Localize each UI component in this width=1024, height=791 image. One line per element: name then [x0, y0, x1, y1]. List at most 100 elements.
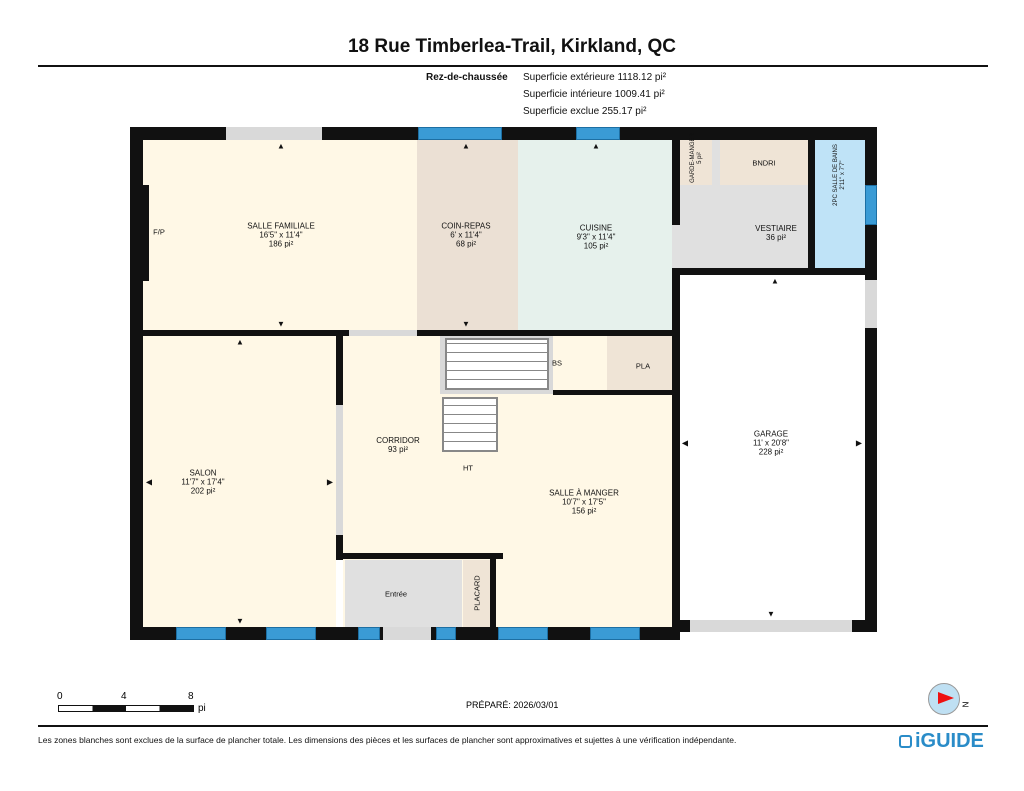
footer-divider: [38, 725, 988, 727]
window: [590, 627, 640, 640]
room-name: GARAGE: [753, 429, 789, 439]
room-area: 186 pi²: [268, 239, 294, 249]
dimension-arrow-icon: ▲: [592, 141, 600, 151]
wall-pla: [553, 390, 672, 395]
label-bndri: BNDRI: [752, 158, 776, 168]
room-area: 68 pi²: [455, 239, 477, 249]
floor-name: Rez-de-chaussée: [426, 72, 508, 83]
label-ht: HT: [463, 463, 473, 473]
dimension-arrow-icon: ◀: [681, 438, 689, 448]
wall-garage-top: [672, 268, 877, 275]
dimension-arrow-icon: ▼: [277, 319, 285, 329]
room-pla: [607, 336, 672, 390]
dimension-arrow-icon: ◀: [145, 477, 153, 487]
room-area: 202 pi²: [190, 486, 216, 496]
area-exterior: Superficie extérieure 1118.12 pi²: [523, 72, 667, 83]
room-name: SALLE FAMILIALE: [247, 221, 315, 231]
compass-icon: [928, 683, 960, 715]
room-name: CORRIDOR: [376, 436, 420, 445]
label-fp: F/P: [153, 227, 165, 237]
room-dims: 9'3" x 11'4": [576, 232, 616, 242]
window: [498, 627, 548, 640]
brand-name: iGUIDE: [915, 730, 984, 752]
room-name: GARDE-MANGER: [690, 133, 696, 183]
scale-unit: pi: [198, 703, 206, 714]
room-bndri: [720, 140, 808, 185]
opening-mid: [349, 330, 417, 336]
wall-bath: [808, 140, 815, 268]
dimension-arrow-icon: ▲: [277, 141, 285, 151]
wall-right: [865, 127, 877, 632]
room-salle-de-bains: [815, 140, 865, 268]
room-area: 5 pi²: [697, 152, 703, 164]
dimension-arrow-icon: ▼: [767, 609, 775, 619]
window: [266, 627, 316, 640]
room-coin-repas: [417, 140, 518, 330]
sliding-door-top: [226, 127, 322, 140]
door-garage-side: [865, 280, 877, 328]
room-dims: 10'7" x 17'5": [562, 497, 606, 507]
iguide-logo-icon: [899, 735, 912, 748]
compass-north-label: N: [960, 701, 970, 708]
wall-placard: [490, 553, 496, 627]
room-cuisine: [518, 140, 672, 330]
room-name: CUISINE: [579, 223, 613, 233]
scale-tick-0: 0: [57, 691, 63, 702]
scale-tick-4: 4: [121, 691, 127, 702]
room-dims: 16'5" x 11'4": [259, 230, 303, 240]
room-area: 156 pi²: [571, 506, 597, 516]
wall-entree-top: [343, 553, 503, 559]
room-dims: 6' x 11'4": [450, 230, 482, 240]
room-name: COIN-REPAS: [441, 221, 491, 231]
room-dims: 2'11" x 7'7": [840, 160, 846, 190]
room-salon: [143, 336, 336, 627]
dimension-arrow-icon: ▼: [236, 616, 244, 626]
scale-tick-8: 8: [188, 691, 194, 702]
iguide-logo: iGUIDE: [899, 730, 984, 753]
room-dims: 11' x 20'8": [753, 438, 789, 448]
dimension-arrow-icon: ▲: [236, 337, 244, 347]
room-placard: [463, 560, 490, 627]
opening-salon: [336, 405, 343, 535]
header-divider: [38, 65, 988, 67]
room-dims: 11'7" x 17'4": [181, 477, 225, 487]
label-pla: PLA: [635, 361, 651, 371]
window: [418, 127, 502, 140]
area-interior: Superficie intérieure 1009.41 pi²: [523, 89, 665, 100]
scale-bar: [58, 705, 194, 712]
fireplace: [143, 185, 149, 281]
wall-left: [130, 127, 143, 640]
staircase-lower: [442, 397, 498, 452]
wall-vestiaire: [672, 140, 680, 225]
area-excluded: Superficie exclue 255.17 pi²: [523, 106, 647, 117]
room-area: 105 pi²: [583, 241, 609, 251]
door-entree: [383, 627, 431, 640]
room-salle-familiale: [143, 140, 417, 330]
room-entree: [345, 560, 462, 627]
room-garde-manger: [680, 140, 712, 185]
label-entree: Entrée: [384, 589, 408, 599]
room-garage: [680, 275, 865, 620]
dimension-arrow-icon: ▼: [462, 319, 470, 329]
label-placard: PLACARD: [472, 575, 482, 611]
room-area: 228 pi²: [758, 447, 784, 457]
window: [358, 627, 380, 640]
room-name: 2PC SALLE DE BAINS: [833, 144, 839, 206]
dimension-arrow-icon: ▲: [771, 276, 779, 286]
dimension-arrow-icon: ▲: [462, 141, 470, 151]
room-name: VESTIAIRE: [755, 224, 797, 233]
room-name: SALLE À MANGER: [549, 488, 619, 498]
room-area: 93 pi²: [387, 445, 408, 454]
room-area: 36 pi²: [765, 233, 787, 242]
window: [865, 185, 877, 225]
dimension-arrow-icon: ▶: [326, 477, 334, 487]
